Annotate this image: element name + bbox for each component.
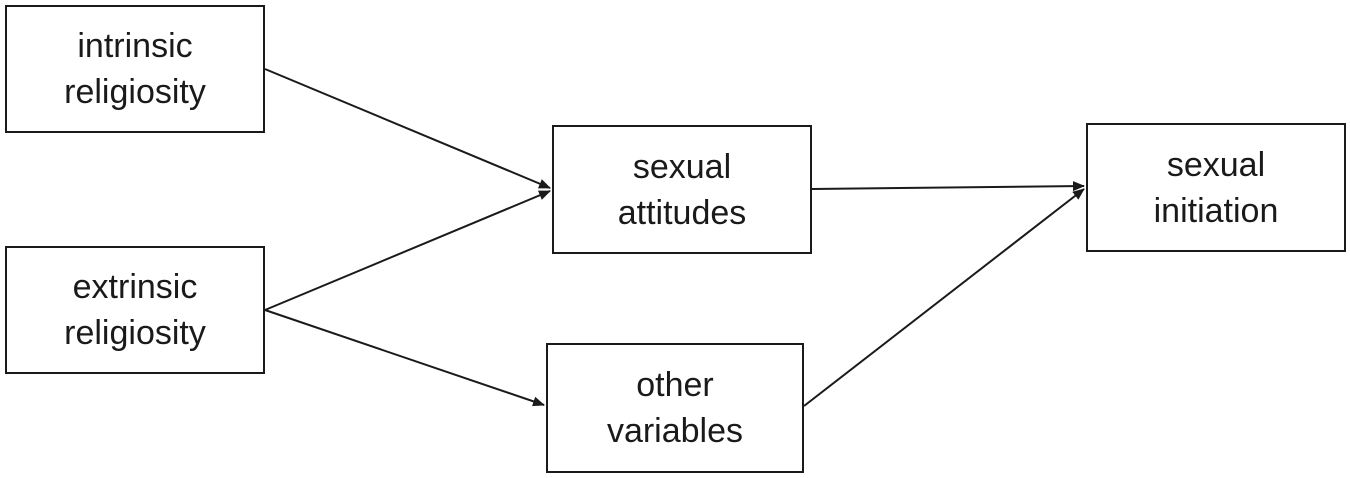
arrow-extrinsic-to-other <box>264 309 545 407</box>
node-extrinsic-religiosity: extrinsic religiosity <box>5 246 265 374</box>
node-label-line2: religiosity <box>64 314 206 352</box>
arrow-other-to-initiation <box>803 188 1085 407</box>
arrow-extrinsic-to-attitudes <box>264 190 551 311</box>
arrow-intrinsic-to-attitudes <box>264 68 551 189</box>
node-label-line1: sexual <box>1166 145 1266 184</box>
node-label-line1: intrinsic <box>77 27 193 65</box>
node-label-line2: initiation <box>1153 191 1279 230</box>
node-sexual-initiation: sexual initiation <box>1086 123 1346 252</box>
node-label-line2: religiosity <box>64 73 206 111</box>
node-label-line2: attitudes <box>617 193 747 232</box>
node-other-variables: other variables <box>546 343 804 473</box>
node-label-line1: sexual <box>632 147 732 186</box>
node-label-line2: variables <box>606 412 744 450</box>
node-label-line1: other <box>636 366 714 404</box>
node-intrinsic-religiosity: intrinsic religiosity <box>5 5 265 133</box>
node-sexual-attitudes: sexual attitudes <box>552 125 812 254</box>
node-label-line1: extrinsic <box>72 268 198 306</box>
arrow-attitudes-to-initiation <box>811 181 1085 192</box>
